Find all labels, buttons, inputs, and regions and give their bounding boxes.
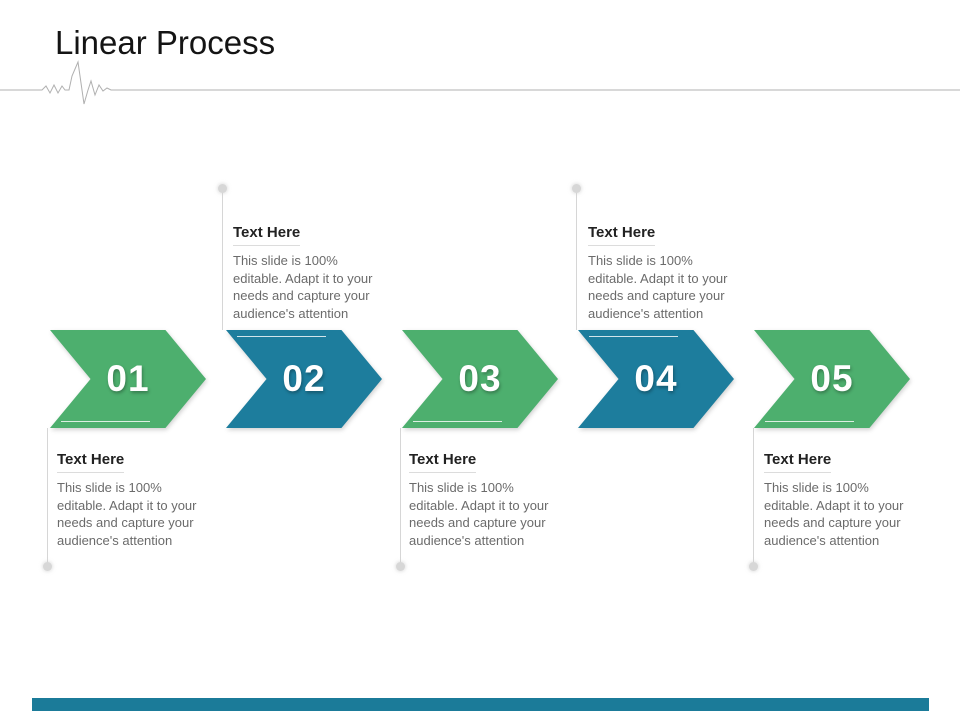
connector-dot <box>43 562 52 571</box>
step-arrow-04: 04 <box>578 330 734 428</box>
connector-line <box>222 189 223 330</box>
text-block-step-02: Text Here This slide is 100% editable. A… <box>233 224 387 322</box>
text-block-step-01: Text Here This slide is 100% editable. A… <box>57 451 211 549</box>
text-block-title: Text Here <box>588 224 656 246</box>
step-arrow-01: 01 <box>50 330 206 428</box>
text-block-body: This slide is 100% editable. Adapt it to… <box>764 480 904 548</box>
step-number: 02 <box>282 358 326 399</box>
slide-title: Linear Process <box>55 24 276 61</box>
step-arrow-05: 05 <box>754 330 910 428</box>
arrow-seam-line <box>412 421 502 422</box>
step-arrow-03: 03 <box>402 330 558 428</box>
arrow-seam-line <box>60 421 150 422</box>
chevron-arrow-icon: 01 <box>50 330 206 428</box>
chevron-arrow-icon: 02 <box>226 330 382 428</box>
arrow-seam-line <box>764 421 854 422</box>
connector-line <box>400 428 401 567</box>
chevron-arrow-icon: 03 <box>402 330 558 428</box>
heartbeat-pulse-icon <box>0 60 960 105</box>
connector-dot <box>396 562 405 571</box>
connector-line <box>47 428 48 567</box>
text-block-body: This slide is 100% editable. Adapt it to… <box>57 480 197 548</box>
connector-dot <box>749 562 758 571</box>
step-number: 03 <box>458 358 502 399</box>
bottom-accent-bar <box>32 698 929 711</box>
text-block-body: This slide is 100% editable. Adapt it to… <box>409 480 549 548</box>
step-number: 01 <box>106 358 150 399</box>
text-block-body: This slide is 100% editable. Adapt it to… <box>233 253 373 321</box>
chevron-arrow-icon: 05 <box>754 330 910 428</box>
connector-dot <box>572 184 581 193</box>
chevron-arrow-icon: 04 <box>578 330 734 428</box>
text-block-body: This slide is 100% editable. Adapt it to… <box>588 253 728 321</box>
step-number: 05 <box>810 358 854 399</box>
text-block-step-03: Text Here This slide is 100% editable. A… <box>409 451 563 549</box>
text-block-step-04: Text Here This slide is 100% editable. A… <box>588 224 742 322</box>
text-block-title: Text Here <box>233 224 301 246</box>
connector-line <box>753 428 754 567</box>
text-block-title: Text Here <box>57 451 125 473</box>
step-arrow-02: 02 <box>226 330 382 428</box>
text-block-title: Text Here <box>409 451 477 473</box>
text-block-step-05: Text Here This slide is 100% editable. A… <box>764 451 918 549</box>
connector-dot <box>218 184 227 193</box>
arrow-seam-line <box>236 336 326 337</box>
arrow-seam-line <box>588 336 678 337</box>
connector-line <box>576 189 577 330</box>
step-number: 04 <box>634 358 678 399</box>
text-block-title: Text Here <box>764 451 832 473</box>
